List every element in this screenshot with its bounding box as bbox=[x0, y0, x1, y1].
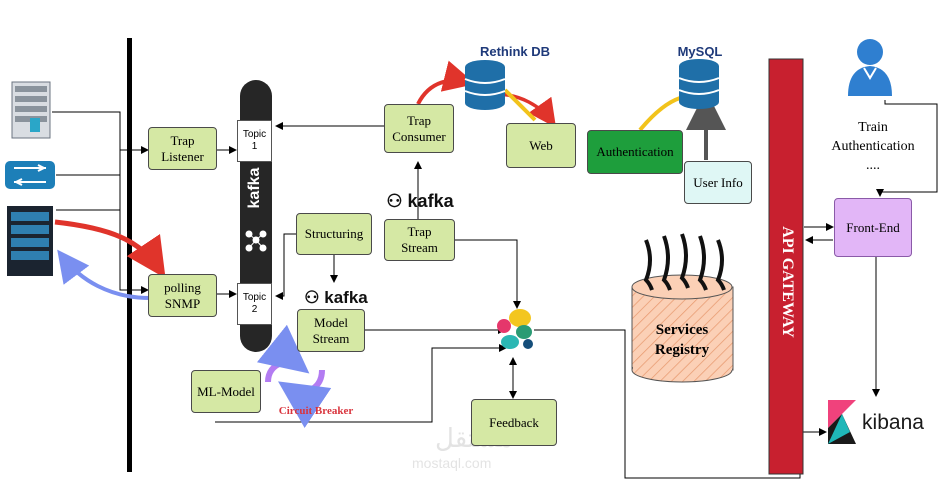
user-info-box: User Info bbox=[684, 161, 752, 204]
feedback-box: Feedback bbox=[471, 399, 557, 446]
topic-2: Topic 2 bbox=[237, 283, 272, 325]
structuring-box: Structuring bbox=[296, 213, 372, 255]
api-gateway-bar bbox=[768, 58, 804, 475]
authentication-box: Authentication bbox=[587, 130, 683, 174]
mysql-label: MySQL bbox=[677, 44, 723, 59]
elastic-logo-icon bbox=[497, 309, 533, 349]
rethink-db-icon bbox=[464, 60, 506, 110]
kafka-logo-structuring: ⚇ kafka bbox=[296, 268, 376, 307]
topic-1: Topic 1 bbox=[237, 120, 272, 162]
rethink-db-label: Rethink DB bbox=[479, 44, 551, 59]
web-box: Web bbox=[506, 123, 576, 168]
trap-stream-box: Trap Stream bbox=[384, 219, 455, 261]
services-registry-label: Services Registry bbox=[654, 322, 710, 358]
server-tower-icon bbox=[7, 206, 53, 276]
model-stream-box: Model Stream bbox=[297, 309, 365, 352]
router-icon bbox=[5, 161, 55, 189]
network-bus bbox=[127, 38, 132, 472]
services-registry-cylinder bbox=[631, 274, 734, 383]
kafka-cluster-label: kafka bbox=[246, 167, 263, 209]
front-end-box: Front-End bbox=[834, 198, 912, 257]
trap-listener-box: Trap Listener bbox=[148, 127, 217, 170]
user-icon bbox=[848, 39, 892, 96]
circuit-breaker-label: Circuit Breaker bbox=[278, 405, 354, 417]
kafka-wordmark: kafka bbox=[324, 288, 368, 307]
kafka-logo-consumer: ⚇ kafka bbox=[380, 170, 460, 211]
ml-model-box: ML-Model bbox=[191, 370, 261, 413]
kibana-logo-icon bbox=[828, 400, 856, 444]
kafka-knot-icon: ⚇ bbox=[304, 288, 320, 307]
kafka-knot-icon: ⚇ bbox=[386, 191, 403, 211]
mysql-db-icon bbox=[678, 59, 720, 109]
kafka-logo-icon bbox=[245, 230, 267, 252]
heat-lines-icon bbox=[643, 233, 726, 291]
api-gateway-label: API GATEWAY bbox=[779, 226, 796, 338]
polling-snmp-box: polling SNMP bbox=[148, 274, 217, 317]
trap-consumer-box: Trap Consumer bbox=[384, 104, 454, 153]
kibana-label: kibana bbox=[862, 411, 924, 434]
train-authentication-label: Train Authentication .... bbox=[831, 120, 915, 173]
kafka-wordmark: kafka bbox=[407, 191, 454, 211]
server-rack-icon bbox=[11, 81, 51, 139]
svg-text:mostaql.com: mostaql.com bbox=[412, 455, 491, 471]
